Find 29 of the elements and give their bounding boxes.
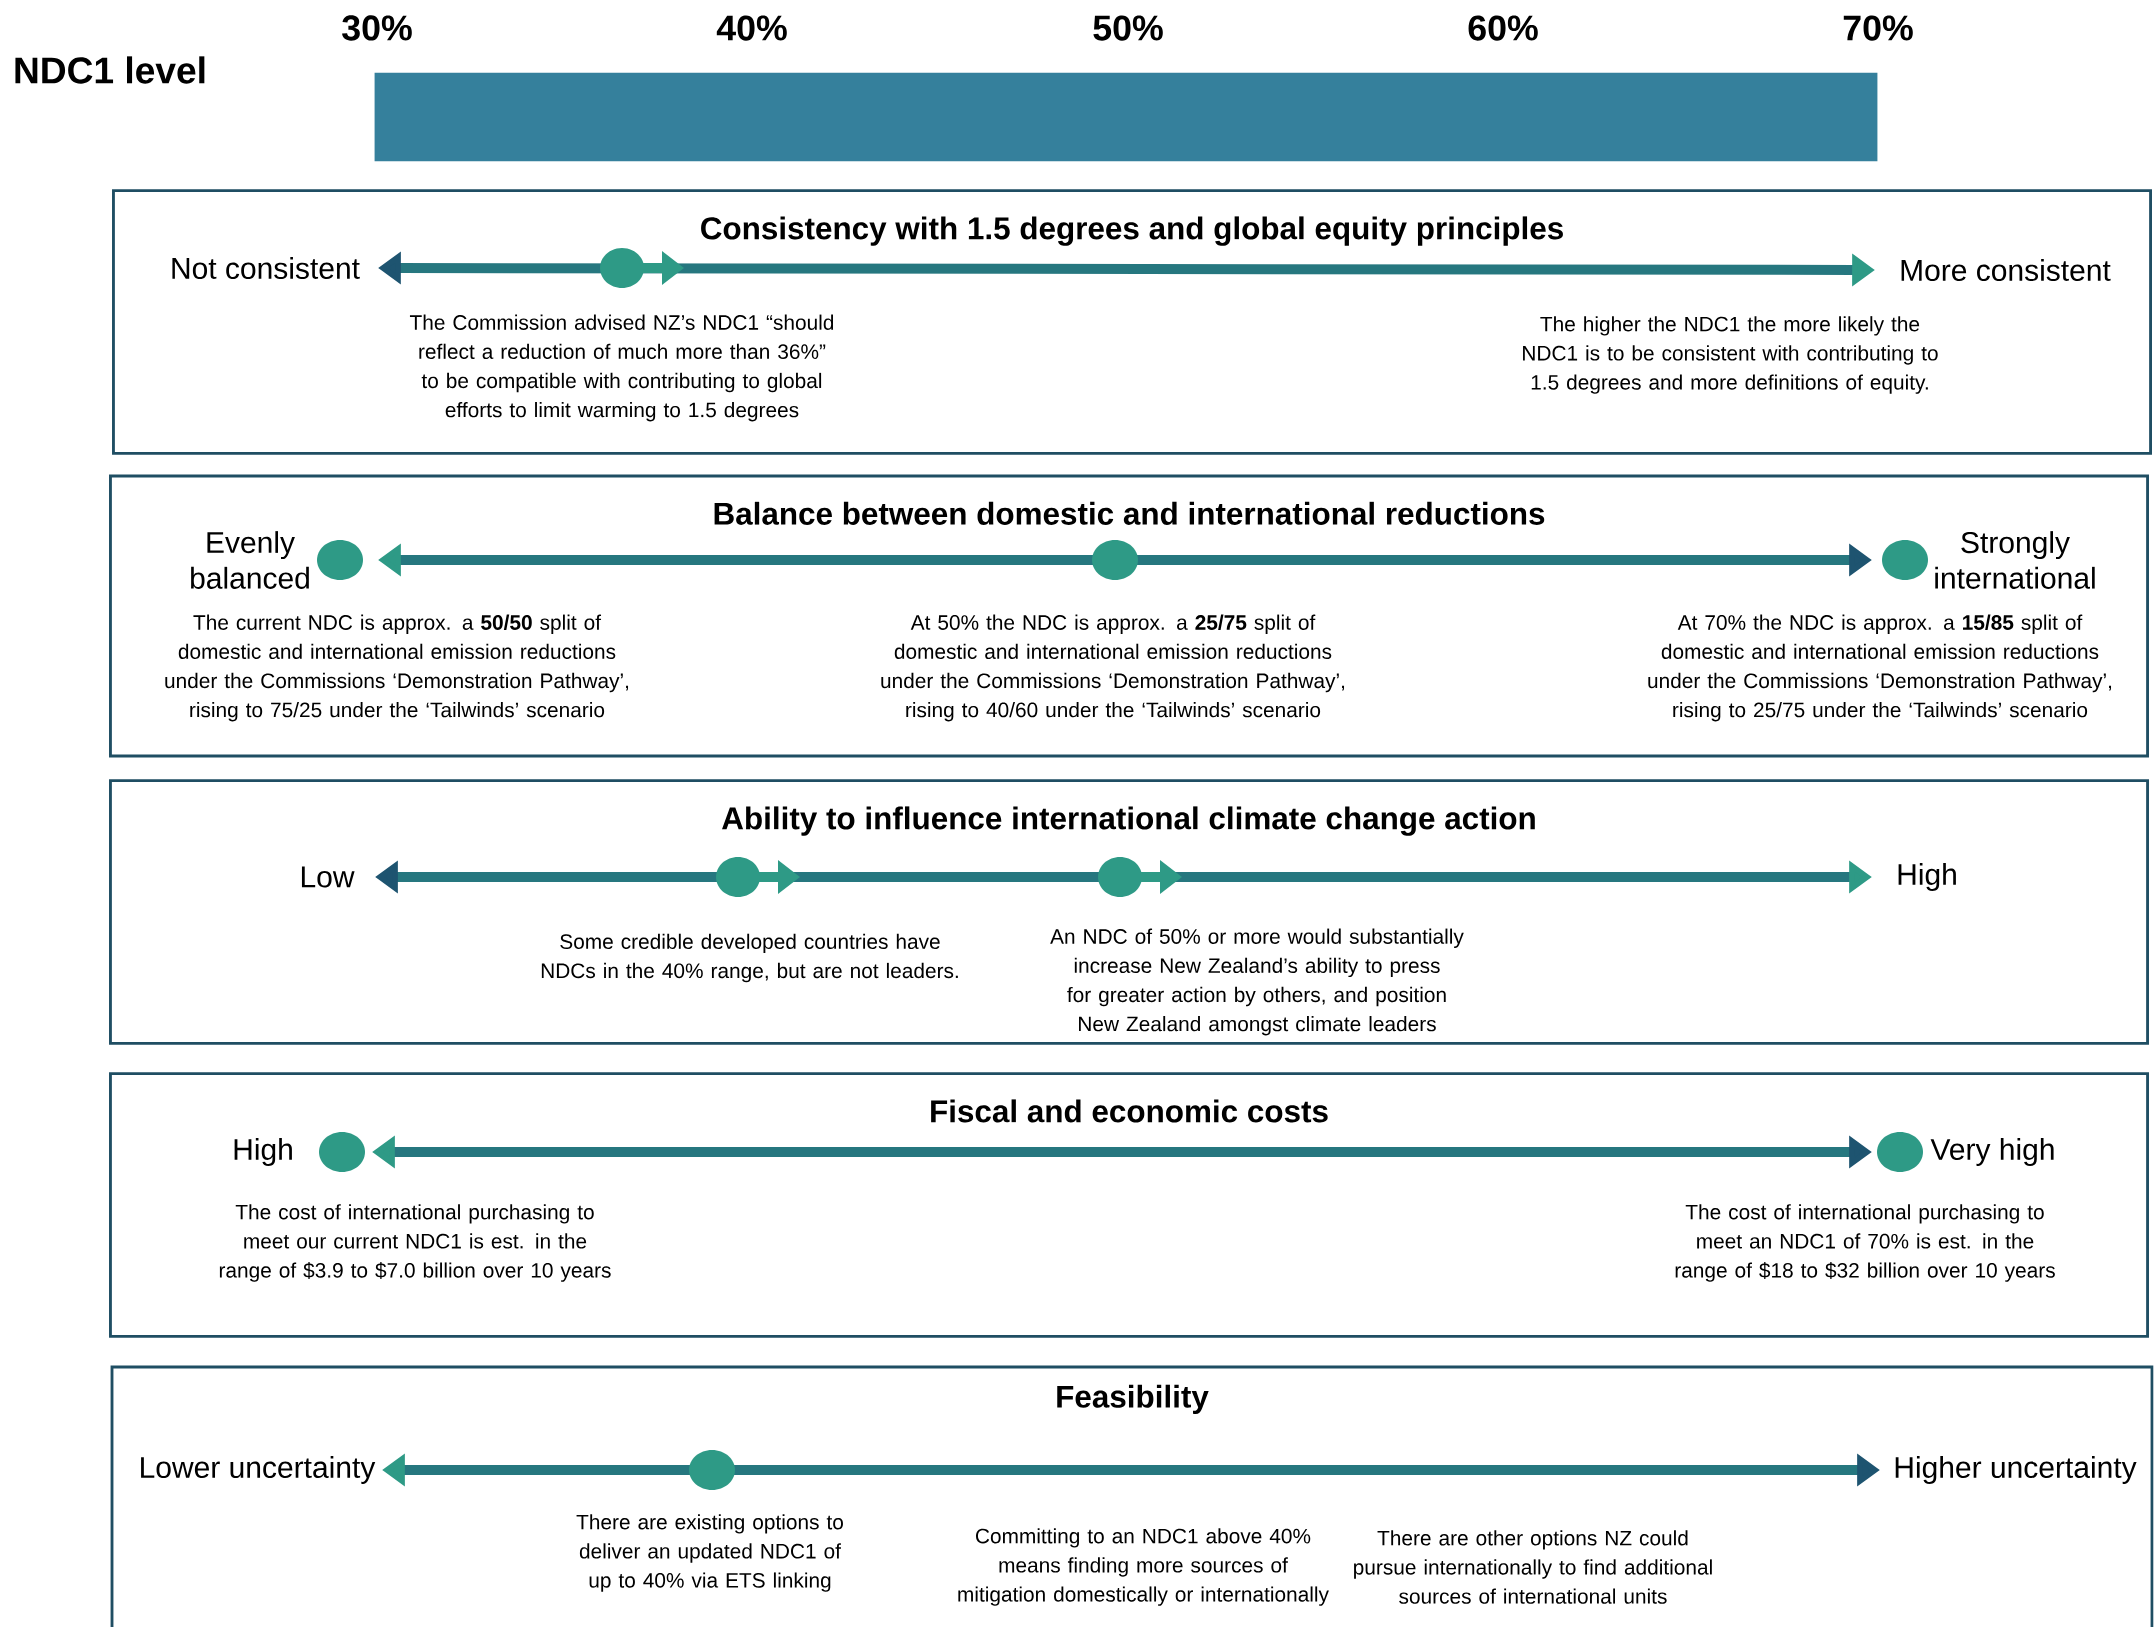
scale-end-label: Strongly international: [1935, 531, 2095, 589]
level-bar: [374, 72, 1878, 162]
scale-end-label: Lower uncertainty: [141, 1456, 376, 1484]
annotation: There are existing options to deliver an updated NDC1 of up to 40% via ETS linking: [576, 1514, 843, 1592]
scale-end-label: Very high: [1930, 1138, 2054, 1166]
annotation: Committing to an NDC1 above 40% means finding more sources of mitigation domestically or internationally: [958, 1528, 1329, 1606]
axis-title: NDC1 level: [15, 56, 205, 84]
scale-end-label: More consistent: [1901, 259, 2111, 282]
annotation: The cost of international purchasing to meet our current NDC1 is est. in the range of $3.9 to $7.0 billion over 10 years: [219, 1204, 611, 1282]
tick-label: 50%: [1093, 15, 1163, 41]
scale-end-label: Not consistent: [172, 257, 360, 280]
tick-label: 40%: [716, 15, 787, 41]
annotation: There are other options NZ could pursue internationally to find additional sources of international units: [1354, 1530, 1712, 1604]
annotation: An NDC of 50% or more would substantially increase New Zealand’s ability to press for greater action by others, and position New Zealand amongst climate leaders: [1050, 928, 1464, 1036]
scale-end-label: High: [1898, 863, 1956, 891]
scale-end-label: Higher uncertainty: [1895, 1456, 2137, 1484]
scale-end-label: Low: [301, 866, 355, 888]
tick-label: 70%: [1843, 15, 1913, 41]
annotation: At 70% the NDC is approx. a 15/85 split of domestic and international emission reductions under the Commissions ‘Demonstration Pathway’, rising to 25/75 under the ‘Tailwinds’ scenario: [1648, 614, 2111, 722]
annotation: The cost of international purchasing to meet an NDC1 of 70% is est. in the range of $18 to $32 billion over 10 years: [1675, 1204, 2055, 1282]
scale-end-label: High: [234, 1138, 292, 1166]
annotation: The current NDC is approx. a 50/50 split of domestic and international emission reductions under the Commissions ‘Demonstration Pathway’, rising to 75/25 under the ‘Tailwinds’ scenario: [165, 614, 628, 722]
annotation: The higher the NDC1 the more likely the NDC1 is to be consistent with contributing to 1.5 degrees and more definitions of equity.: [1523, 316, 1938, 394]
tick-label: 30%: [342, 15, 412, 41]
tick-label: 60%: [1468, 15, 1538, 41]
annotation: The Commission advised NZ’s NDC1 “should reflect a reduction of much more than 36%” to be compatible with contributing to global efforts to limit warming to 1.5 degrees: [409, 314, 834, 422]
annotation: At 50% the NDC is approx. a 25/75 split of domestic and international emission reductions under the Commissions ‘Demonstration Pathway’, rising to 40/60 under the ‘Tailwinds’ scenario: [881, 614, 1344, 722]
scale-end-label: Evenly balanced: [191, 531, 309, 589]
annotation: Some credible developed countries have NDCs in the 40% range, but are not leaders.: [541, 933, 958, 983]
